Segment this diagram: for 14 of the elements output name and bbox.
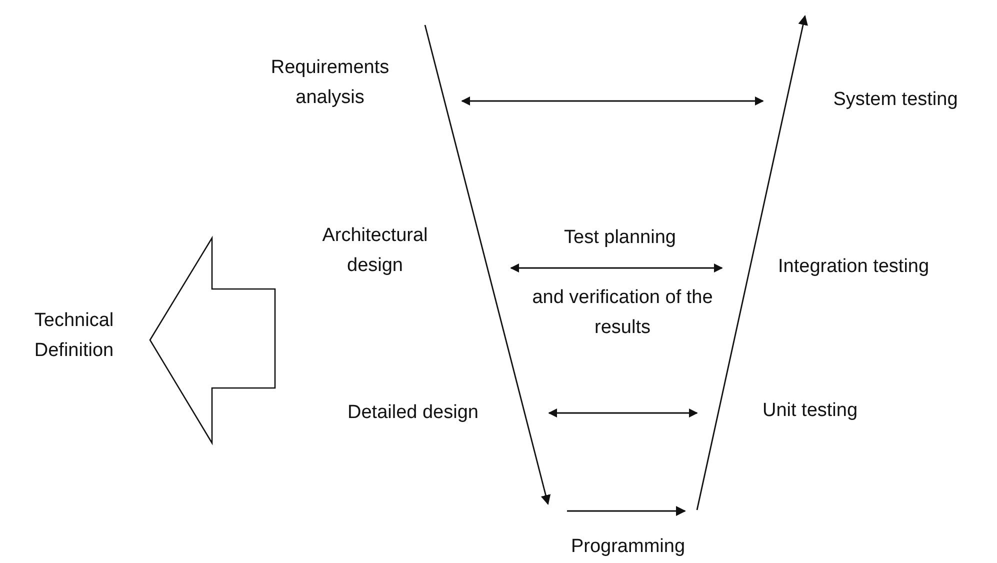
double-arrow [548,408,698,418]
note-text: Test planning [563,226,677,250]
double-arrow [461,96,764,106]
phase-label: Requirements analysis [255,53,405,113]
phase-label: Unit testing [740,396,880,426]
phase-label: Architectural design [296,221,454,281]
double-arrow [510,264,723,272]
phase-label: System testing [808,85,983,115]
phase-label: Programming [570,535,686,559]
side-label: Technical Definition [33,309,115,363]
phase-label: Integration testing [758,252,996,282]
phase-label: Detailed design [318,398,508,428]
note-text: and verification of the results [531,286,714,340]
block-arrow [148,236,278,446]
